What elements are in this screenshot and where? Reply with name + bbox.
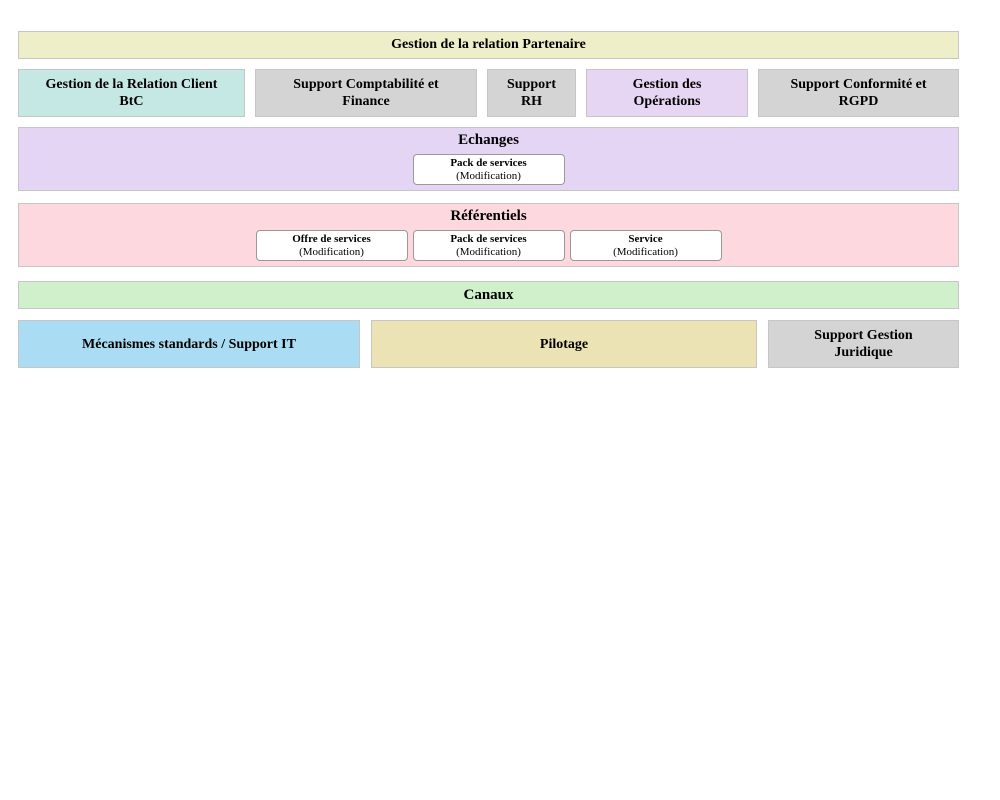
block-gestion-relation-client-btc: Gestion de la Relation Client BtC (18, 69, 245, 117)
band-canaux: Canaux (18, 281, 959, 309)
block-gestion-des-operations: Gestion des Opérations (586, 69, 748, 117)
block-gestion-relation-client-btc-label: Gestion de la Relation Client BtC (45, 77, 218, 109)
referentiels-box-offre-de-services-title: Offre de services (292, 232, 371, 245)
block-mecanismes-standards-support-it-label: Mécanismes standards / Support IT (82, 336, 296, 352)
echanges-box-pack-de-services-subtitle: (Modification) (456, 169, 521, 182)
echanges-box-pack-de-services: Pack de services (Modification) (412, 154, 565, 185)
referentiels-box-offre-de-services-subtitle: (Modification) (299, 245, 364, 258)
referentiels-box-service-subtitle: (Modification) (613, 245, 678, 258)
referentiels-box-service: Service (Modification) (569, 230, 722, 261)
block-support-rh: Support RH (487, 69, 576, 117)
block-mecanismes-standards-support-it: Mécanismes standards / Support IT (18, 320, 360, 368)
block-support-conformite-rgpd-label: Support Conformité et RGPD (790, 77, 927, 109)
referentiels-box-service-title: Service (628, 232, 663, 245)
referentiels-box-pack-de-services: Pack de services (Modification) (412, 230, 565, 261)
echanges-box-pack-de-services-title: Pack de services (450, 156, 527, 169)
block-gestion-des-operations-label: Gestion des Opérations (632, 77, 702, 109)
band-gestion-relation-partenaire-label: Gestion de la relation Partenaire (391, 37, 586, 52)
band-echanges: Echanges Pack de services (Modification) (18, 127, 959, 191)
block-pilotage: Pilotage (371, 320, 757, 368)
block-support-comptabilite-finance-label: Support Comptabilité et Finance (293, 77, 439, 109)
referentiels-box-offre-de-services: Offre de services (Modification) (255, 230, 408, 261)
band-echanges-title: Echanges (458, 132, 519, 148)
echanges-box-row: Pack de services (Modification) (412, 154, 565, 185)
block-support-conformite-rgpd: Support Conformité et RGPD (758, 69, 959, 117)
band-referentiels-title: Référentiels (450, 208, 527, 224)
block-support-gestion-juridique: Support Gestion Juridique (768, 320, 959, 368)
band-referentiels: Référentiels Offre de services (Modifica… (18, 203, 959, 267)
referentiels-box-row: Offre de services (Modification) Pack de… (255, 230, 722, 261)
block-pilotage-label: Pilotage (539, 336, 589, 352)
band-gestion-relation-partenaire: Gestion de la relation Partenaire (18, 31, 959, 59)
block-support-rh-label: Support RH (506, 77, 557, 109)
referentiels-box-pack-de-services-subtitle: (Modification) (456, 245, 521, 258)
block-support-gestion-juridique-label: Support Gestion Juridique (814, 328, 913, 360)
referentiels-box-pack-de-services-title: Pack de services (450, 232, 527, 245)
block-support-comptabilite-finance: Support Comptabilité et Finance (255, 69, 477, 117)
band-canaux-title: Canaux (463, 287, 514, 303)
